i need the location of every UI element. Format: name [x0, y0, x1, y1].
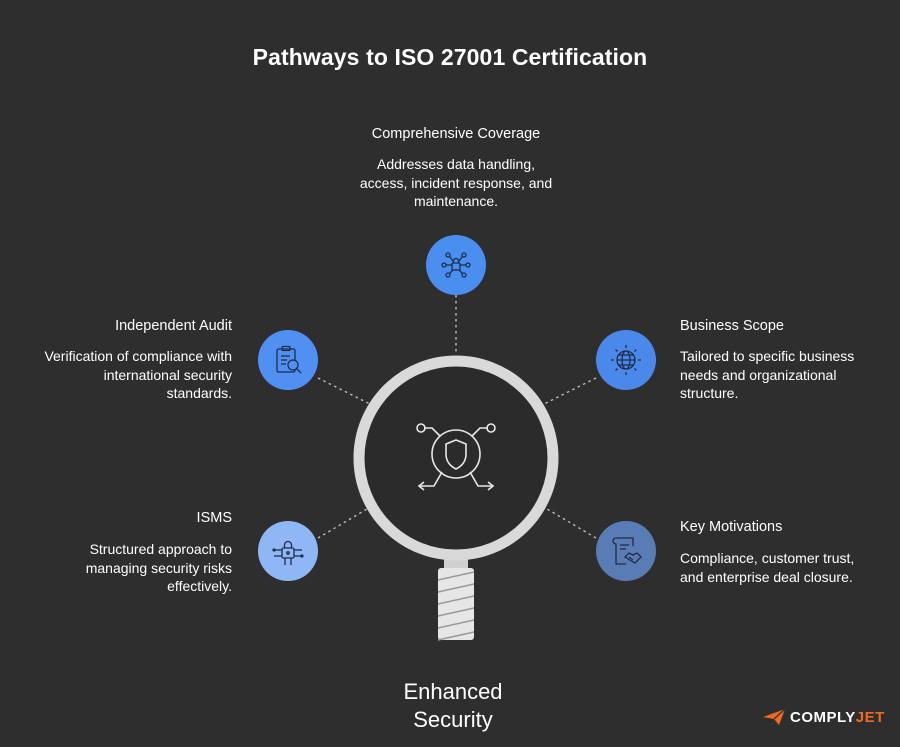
globe-icon — [611, 345, 641, 375]
heading-comprehensive-coverage: Comprehensive Coverage — [371, 126, 541, 142]
connector-lower-left — [317, 505, 373, 539]
node-business-scope — [596, 330, 656, 390]
desc-line: Addresses data handling, — [377, 156, 535, 172]
brand-text: COMPLYJET — [790, 709, 885, 726]
node-independent-audit — [258, 330, 318, 390]
desc-line: Verification of compliance with — [44, 348, 232, 364]
desc-line: access, incident response, and — [359, 174, 553, 191]
desc-isms: Structured approach to managing security… — [12, 540, 232, 596]
center-label-line: Enhanced — [403, 679, 503, 704]
network-lock-icon — [441, 252, 471, 278]
paper-plane-icon — [763, 708, 786, 725]
connector-upper-left — [317, 377, 371, 405]
desc-comprehensive-coverage: Addresses data handling, access, inciden… — [306, 155, 606, 211]
center-label: Enhanced Security — [353, 678, 553, 734]
shield-network-icon — [416, 423, 496, 491]
desc-line: managing security risks — [85, 559, 232, 576]
desc-line: needs and organizational — [680, 366, 837, 383]
clipboard-search-icon — [276, 345, 302, 374]
lens-ring — [353, 355, 559, 561]
center-label-line: Security — [413, 707, 493, 732]
heading-independent-audit: Independent Audit — [115, 318, 232, 334]
handle — [437, 568, 475, 641]
heading-key-motivations: Key Motivations — [680, 519, 783, 535]
node-comprehensive-coverage — [426, 235, 486, 295]
connector-lower-right — [541, 505, 597, 539]
contract-handshake-icon — [612, 537, 642, 565]
desc-line: and enterprise deal closure. — [680, 568, 853, 585]
desc-line: international security — [103, 366, 232, 383]
node-isms — [258, 521, 318, 581]
desc-line: Tailored to specific business — [680, 348, 855, 364]
node-key-motivations — [596, 521, 656, 581]
desc-line: standards. — [166, 385, 232, 401]
heading-business-scope: Business Scope — [680, 318, 784, 334]
page-title: Pathways to ISO 27001 Certification — [252, 44, 648, 70]
brand-logo: COMPLYJET — [762, 708, 885, 726]
desc-line: effectively. — [167, 578, 232, 594]
brand-part1: COMPLY — [790, 708, 856, 726]
circuit-lock-icon — [272, 540, 304, 565]
desc-key-motivations: Compliance, customer trust, and enterpri… — [680, 549, 895, 586]
desc-business-scope: Tailored to specific business needs and … — [680, 347, 895, 403]
brand-part2: JET — [855, 708, 885, 726]
desc-independent-audit: Verification of compliance with internat… — [12, 347, 232, 403]
connector-upper-right — [543, 377, 597, 405]
desc-line: Compliance, customer trust, — [680, 550, 855, 566]
desc-line: maintenance. — [413, 193, 499, 209]
desc-line: Structured approach to — [89, 541, 232, 557]
heading-isms: ISMS — [196, 510, 232, 526]
desc-line: structure. — [680, 385, 739, 401]
